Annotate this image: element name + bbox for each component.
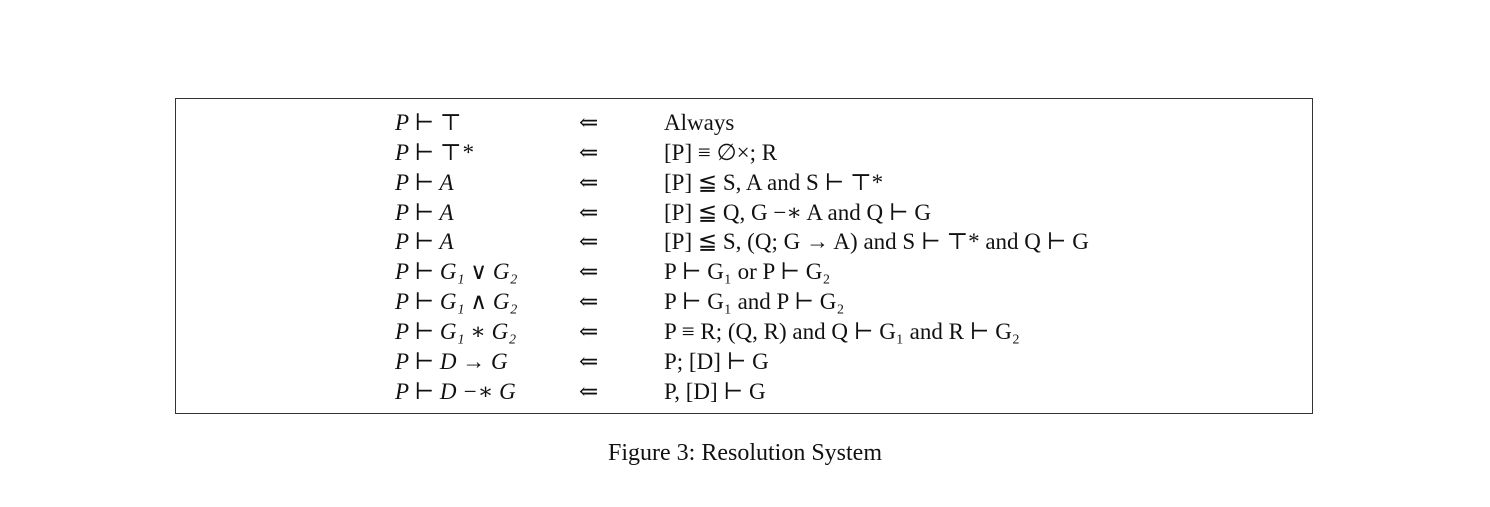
rule-lhs: P ⊢ G₁ ∗ G₂ bbox=[395, 319, 517, 344]
rule-lhs: P ⊢ A bbox=[395, 170, 454, 195]
rule-arrow: ⇐ bbox=[579, 140, 599, 165]
rule-row: P ⊢ A ⇐ [P] ≦ Q, G −∗ A and Q ⊢ G bbox=[176, 198, 1312, 228]
rule-rhs: [P] ≦ S, A and S ⊢ ⊤* bbox=[664, 170, 884, 195]
rule-lhs: P ⊢ A bbox=[395, 200, 454, 225]
rule-row: P ⊢ D → G ⇐ P; [D] ⊢ G bbox=[176, 347, 1312, 377]
rule-row: P ⊢ D −∗ G ⇐ P, [D] ⊢ G bbox=[176, 377, 1312, 407]
rule-arrow: ⇐ bbox=[579, 259, 599, 284]
rule-rhs: P ≡ R; (Q, R) and Q ⊢ G₁ and R ⊢ G₂ bbox=[664, 319, 1020, 344]
rule-arrow: ⇐ bbox=[579, 379, 599, 404]
rule-lhs: P ⊢ D −∗ G bbox=[395, 379, 516, 404]
rule-row: P ⊢ G₁ ∗ G₂ ⇐ P ≡ R; (Q, R) and Q ⊢ G₁ a… bbox=[176, 317, 1312, 347]
rule-rhs: [P] ≦ S, (Q; G → A) and S ⊢ ⊤* and Q ⊢ G bbox=[664, 229, 1089, 254]
rule-row: P ⊢ A ⇐ [P] ≦ S, A and S ⊢ ⊤* bbox=[176, 168, 1312, 198]
rule-lhs: P ⊢ D → G bbox=[395, 349, 508, 374]
rule-row: P ⊢ G₁ ∨ G₂ ⇐ P ⊢ G₁ or P ⊢ G₂ bbox=[176, 257, 1312, 287]
resolution-rules-box: P ⊢ ⊤ ⇐ Always P ⊢ ⊤* ⇐ [P] ≡ ∅×; R P ⊢ … bbox=[175, 98, 1313, 414]
rule-arrow: ⇐ bbox=[579, 289, 599, 314]
rule-row: P ⊢ G₁ ∧ G₂ ⇐ P ⊢ G₁ and P ⊢ G₂ bbox=[176, 287, 1312, 317]
rule-lhs: P ⊢ ⊤* bbox=[395, 140, 474, 165]
rule-arrow: ⇐ bbox=[579, 319, 599, 344]
rule-arrow: ⇐ bbox=[579, 349, 599, 374]
rule-rhs: P, [D] ⊢ G bbox=[664, 379, 766, 404]
rule-arrow: ⇐ bbox=[579, 200, 599, 225]
rule-lhs: P ⊢ G₁ ∧ G₂ bbox=[395, 289, 518, 314]
rule-rhs: [P] ≡ ∅×; R bbox=[664, 140, 778, 165]
rule-arrow: ⇐ bbox=[579, 110, 599, 135]
rule-lhs: P ⊢ A bbox=[395, 229, 454, 254]
rule-arrow: ⇐ bbox=[579, 229, 599, 254]
rule-row: P ⊢ ⊤ ⇐ Always bbox=[176, 108, 1312, 138]
rule-row: P ⊢ ⊤* ⇐ [P] ≡ ∅×; R bbox=[176, 138, 1312, 168]
rule-rhs: P ⊢ G₁ and P ⊢ G₂ bbox=[664, 289, 845, 314]
rule-rhs: [P] ≦ Q, G −∗ A and Q ⊢ G bbox=[664, 200, 931, 225]
rule-rhs: P; [D] ⊢ G bbox=[664, 349, 769, 374]
rule-rhs: P ⊢ G₁ or P ⊢ G₂ bbox=[664, 259, 831, 284]
rule-rhs: Always bbox=[664, 110, 735, 135]
rule-lhs: P ⊢ ⊤ bbox=[395, 110, 462, 135]
rule-lhs: P ⊢ G₁ ∨ G₂ bbox=[395, 259, 518, 284]
rule-row: P ⊢ A ⇐ [P] ≦ S, (Q; G → A) and S ⊢ ⊤* a… bbox=[176, 227, 1312, 257]
rule-arrow: ⇐ bbox=[579, 170, 599, 195]
figure-caption: Figure 3: Resolution System bbox=[607, 440, 882, 466]
